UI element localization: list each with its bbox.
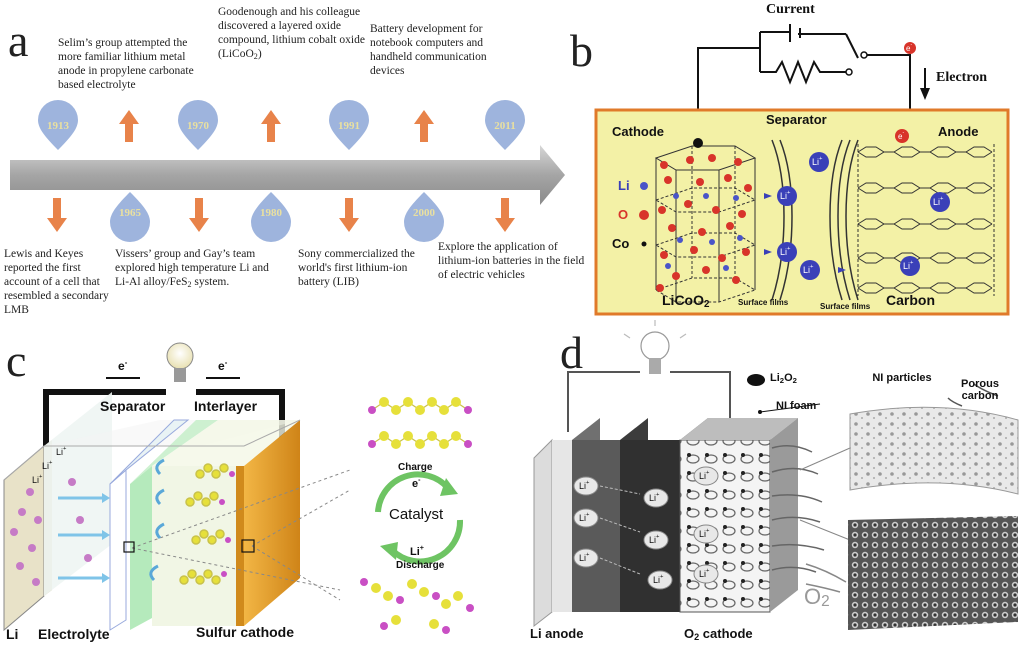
li-atoms-cathode [665, 193, 743, 271]
li-ion-flow-arrows [58, 496, 102, 580]
year-1980: 1980 [260, 207, 282, 219]
year-1991: 1991 [338, 120, 360, 132]
current-label: Current [766, 2, 815, 17]
charge-label: Charge [398, 462, 433, 473]
li-ion-d-2: Li+ [579, 512, 590, 523]
separator-label-c: Separator [100, 398, 166, 414]
electron-label: Electron [936, 70, 988, 85]
li-label-c: Li [6, 626, 19, 642]
legend-co: Co [612, 236, 630, 251]
surface-films-left: Surface films [738, 298, 789, 307]
timeline-arrow [10, 145, 565, 205]
surface-films-right: Surface films [820, 302, 871, 311]
year-2011: 2011 [494, 120, 516, 132]
panel-letter-d: d [560, 327, 583, 378]
li-ion-b-2: Li+ [812, 156, 823, 167]
li-ions-d [573, 466, 719, 590]
event-1980-top: Goodenough and his colleague discovered … [218, 6, 365, 61]
li-ion-b-1: Li+ [780, 190, 791, 201]
li-ion-d-6: Li+ [653, 574, 664, 585]
o2-cathode-label: O2 cathode [684, 626, 753, 642]
legend-o: O [618, 207, 629, 222]
e-minus-left: e- [118, 358, 128, 373]
o2-label: O2 [804, 584, 830, 610]
carbon-label: Carbon [886, 292, 935, 308]
porous-carbon-label: Porous carbon [961, 378, 999, 402]
event-lewis-keyes: Lewis and Keyes reported the first accou… [4, 248, 109, 316]
year-2000: 2000 [413, 207, 435, 219]
li-anode-label: Li anode [530, 626, 584, 641]
panel-letter-b: b [570, 25, 593, 76]
electron-symbol-anode: e- [898, 130, 905, 141]
li-ion-b-5: Li+ [933, 196, 944, 207]
discharge-label: Discharge [396, 560, 445, 571]
anode-label: Anode [938, 124, 979, 139]
drops-bottom [110, 192, 444, 242]
year-1965: 1965 [119, 207, 141, 219]
panel-letter-c: c [6, 335, 27, 386]
graphite-layers [857, 144, 995, 296]
ni-foam-label: NI foam [776, 400, 817, 412]
catalyst-label: Catalyst [389, 506, 444, 523]
e-minus-right: e- [218, 358, 228, 373]
li2o2-legend: Li2O2 [770, 372, 797, 385]
li-ion-c-2: Li+ [42, 460, 53, 471]
separator-label-b: Separator [766, 112, 827, 127]
sulfur-cathode-label: Sulfur cathode [196, 624, 295, 640]
li-ion-d-1: Li+ [579, 480, 590, 491]
ni-particles-label: NI particles [872, 372, 932, 384]
li-ion-d-8: Li+ [699, 528, 710, 539]
li-dots [10, 478, 92, 586]
event-1913: Selim’s group attempted the more familia… [58, 37, 194, 91]
electrolyte-label: Electrolyte [38, 626, 110, 642]
li-ion-c-1: Li+ [56, 446, 67, 457]
li-ions-b [777, 152, 950, 280]
down-arrows [47, 198, 515, 232]
electron-symbol-top: e- [906, 42, 913, 53]
li-ion-d-4: Li+ [649, 492, 660, 503]
panel-letter-a: a [8, 15, 29, 66]
li-ion-d-5: Li+ [649, 534, 660, 545]
li-ion-b-6: Li+ [903, 260, 914, 271]
li-ion-b-3: Li+ [780, 246, 791, 257]
drops-top [38, 100, 525, 150]
bulb-d [640, 331, 670, 361]
legend-li: Li [618, 178, 630, 193]
li-ion-d-7: Li+ [699, 470, 710, 481]
cycle-electron: e- [412, 476, 421, 490]
event-2000-top: Battery development for notebook compute… [370, 23, 487, 77]
cathode-label: Cathode [612, 124, 664, 139]
li-ion-d-3: Li+ [579, 552, 590, 563]
event-vissers: Vissers’ group and Gay’s team explored h… [115, 248, 269, 289]
event-ev: Explore the application of lithium-ion b… [438, 241, 585, 281]
li-ion-d-9: Li+ [699, 568, 710, 579]
up-arrows [119, 110, 434, 142]
oxygen-atoms [656, 154, 752, 292]
event-sony: Sony commercialized the world's first li… [298, 248, 415, 288]
li-ion-c-3: Li+ [32, 474, 43, 485]
cycle-li: Li+ [410, 544, 424, 558]
year-1913: 1913 [47, 120, 69, 132]
licoo2-label: LiCoO2 [662, 292, 710, 310]
li-ion-b-4: Li+ [803, 264, 814, 275]
year-1970: 1970 [187, 120, 209, 132]
interlayer-label: Interlayer [194, 398, 258, 414]
polysulfide-chains-c [179, 463, 229, 585]
